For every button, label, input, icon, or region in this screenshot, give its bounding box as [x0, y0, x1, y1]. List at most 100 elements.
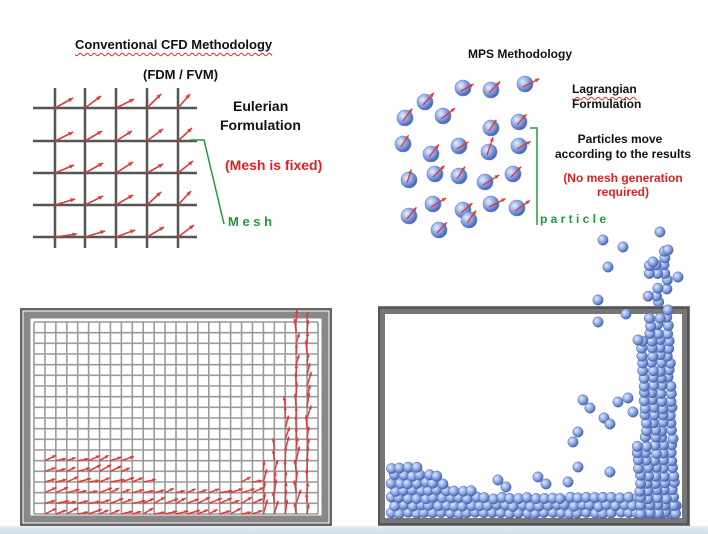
flow-arrow [219, 497, 233, 505]
fluid-particle [602, 261, 614, 273]
particle [508, 199, 526, 217]
velocity-arrow [115, 161, 134, 174]
particle-velocity-arrow [400, 134, 410, 148]
flow-arrow [44, 478, 56, 483]
velocity-arrow [84, 230, 106, 238]
mesh-leader-line [190, 139, 225, 225]
flow-arrow [262, 492, 267, 504]
flow-arrow [252, 509, 263, 515]
fluid-particle [437, 478, 449, 490]
fluid-particle [647, 256, 659, 268]
particle-leader-line [530, 127, 538, 225]
flow-arrow [153, 496, 166, 504]
flow-arrow [293, 318, 297, 333]
particle-velocity-arrow [522, 78, 540, 88]
flow-arrow [284, 471, 288, 483]
particle-velocity-arrow [422, 92, 435, 106]
particle-velocity-arrow [488, 81, 501, 94]
flow-arrow [132, 488, 144, 494]
flow-arrow [88, 489, 98, 494]
fluid-particle [540, 478, 552, 490]
mesh-label: M e s h [228, 214, 273, 229]
flow-arrow [295, 333, 300, 344]
flow-arrow [293, 393, 298, 408]
fluid-particle [604, 466, 616, 478]
flow-arrow [44, 486, 57, 494]
particle-velocity-arrow [460, 202, 473, 214]
velocity-arrow [84, 130, 103, 142]
flow-arrow [283, 446, 288, 461]
flow-arrow [132, 510, 142, 515]
fluid-particle [627, 406, 639, 418]
flow-arrow [306, 371, 313, 387]
flow-arrow [294, 427, 299, 440]
flow-arrow [305, 482, 310, 493]
flow-arrow [295, 446, 301, 461]
flow-arrow [306, 353, 310, 365]
flow-arrow [110, 478, 125, 483]
flow-arrow [77, 489, 87, 494]
flow-arrow [230, 487, 243, 494]
flow-arrow [252, 498, 263, 505]
flow-arrow [273, 459, 279, 472]
no-mesh-note-line1: (No mesh generation [563, 171, 683, 185]
mesh-fixed-note: (Mesh is fixed) [225, 157, 323, 173]
flow-arrow [44, 507, 57, 515]
particle-flow-simulation [378, 226, 690, 526]
flow-arrow [305, 469, 309, 483]
velocity-arrow [54, 97, 74, 109]
flow-arrow [252, 479, 263, 483]
fluid-particle [604, 418, 616, 430]
flow-arrow [208, 488, 220, 494]
flow-arrow [66, 476, 79, 483]
flow-arrow [44, 499, 56, 505]
flow-arrow [186, 498, 199, 505]
flow-arrow [77, 457, 89, 462]
particle-velocity-arrow [406, 206, 417, 220]
flow-arrow [110, 509, 120, 515]
flow-arrow [88, 479, 100, 483]
flow-arrow [66, 488, 80, 494]
mps-title: MPS Methodology [468, 47, 572, 61]
flow-arrow [197, 489, 208, 494]
flow-arrow [294, 415, 298, 429]
flow-arrow [88, 464, 102, 472]
flow-arrow [66, 466, 76, 473]
velocity-arrow [177, 190, 192, 206]
flow-arrow [306, 405, 312, 419]
particle-velocity-arrow [440, 107, 456, 120]
footer-strip [0, 526, 708, 534]
flow-arrow [121, 488, 131, 494]
fluid-particle [597, 234, 609, 246]
flow-arrow [197, 496, 211, 505]
velocity-arrow [115, 98, 135, 109]
mesh-flow-simulation [20, 308, 332, 526]
flow-arrow [306, 363, 311, 376]
flow-arrow [66, 507, 79, 515]
velocity-arrow [146, 93, 162, 109]
flow-arrow [284, 499, 289, 515]
flow-arrow [293, 502, 297, 515]
fluid-particle [592, 294, 604, 306]
particle-velocity-arrow [402, 108, 413, 122]
flow-arrow [66, 456, 76, 462]
flow-arrow [306, 503, 310, 515]
flow-arrow [99, 487, 113, 494]
fluid-particle [492, 474, 504, 486]
flow-arrow [293, 480, 297, 493]
particle [476, 173, 494, 191]
flow-arrow [132, 477, 144, 483]
flow-arrow [293, 459, 297, 472]
fluid-particle [631, 440, 643, 452]
particle-velocity-arrow [436, 221, 448, 234]
flow-arrow [295, 470, 299, 483]
flow-arrow [208, 497, 223, 505]
particle-velocity-arrow [466, 210, 477, 224]
eulerian-label: Eulerian [233, 98, 289, 114]
particle [400, 171, 418, 189]
fluid-particle [584, 402, 596, 414]
velocity-arrow [84, 95, 102, 109]
flow-arrow [164, 498, 179, 505]
velocity-arrow [146, 226, 165, 238]
flow-arrow [99, 454, 110, 462]
